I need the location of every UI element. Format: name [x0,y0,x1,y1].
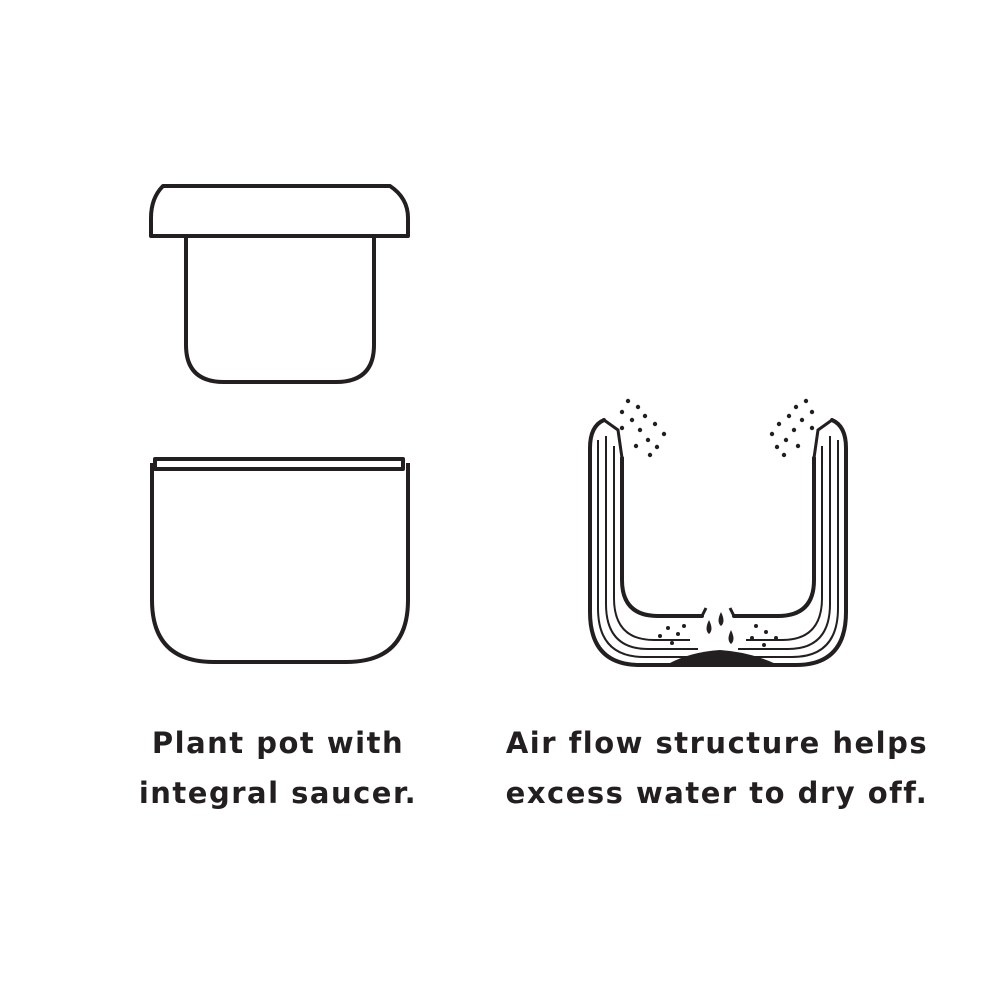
drain-opening [700,607,736,617]
caption-air-flow-line2: excess water to dry off. [505,776,929,810]
caption-air-flow: Air flow structure helps excess water to… [502,718,932,818]
water-drop-icon [718,612,724,626]
inner-pot-illustration [149,184,410,384]
inner-pot-body [184,236,376,384]
caption-air-flow-line1: Air flow structure helps [505,726,929,760]
airflow-cross-section [588,398,848,667]
caption-plant-pot-line2: integral saucer. [138,776,418,810]
pooled-water [668,650,776,664]
saucer-body [150,463,410,664]
air-channel-lines [597,436,839,658]
outer-wall [588,418,848,667]
left-wall-cap [603,418,624,459]
caption-plant-pot: Plant pot with integral saucer. [128,718,428,818]
caption-plant-pot-line1: Plant pot with [151,726,405,760]
evaporation-dots-right [769,398,815,458]
bottom-air-dots [658,624,778,647]
water-drop-icon [728,630,734,644]
water-drop-icon [706,620,712,634]
saucer-illustration [150,457,410,664]
saucer-rim [153,457,405,471]
evaporation-dots-left [619,398,667,458]
right-wall-cap [812,418,833,459]
inner-wall [620,456,816,618]
inner-pot-rim [149,184,410,238]
water-drop-icons [706,612,734,644]
